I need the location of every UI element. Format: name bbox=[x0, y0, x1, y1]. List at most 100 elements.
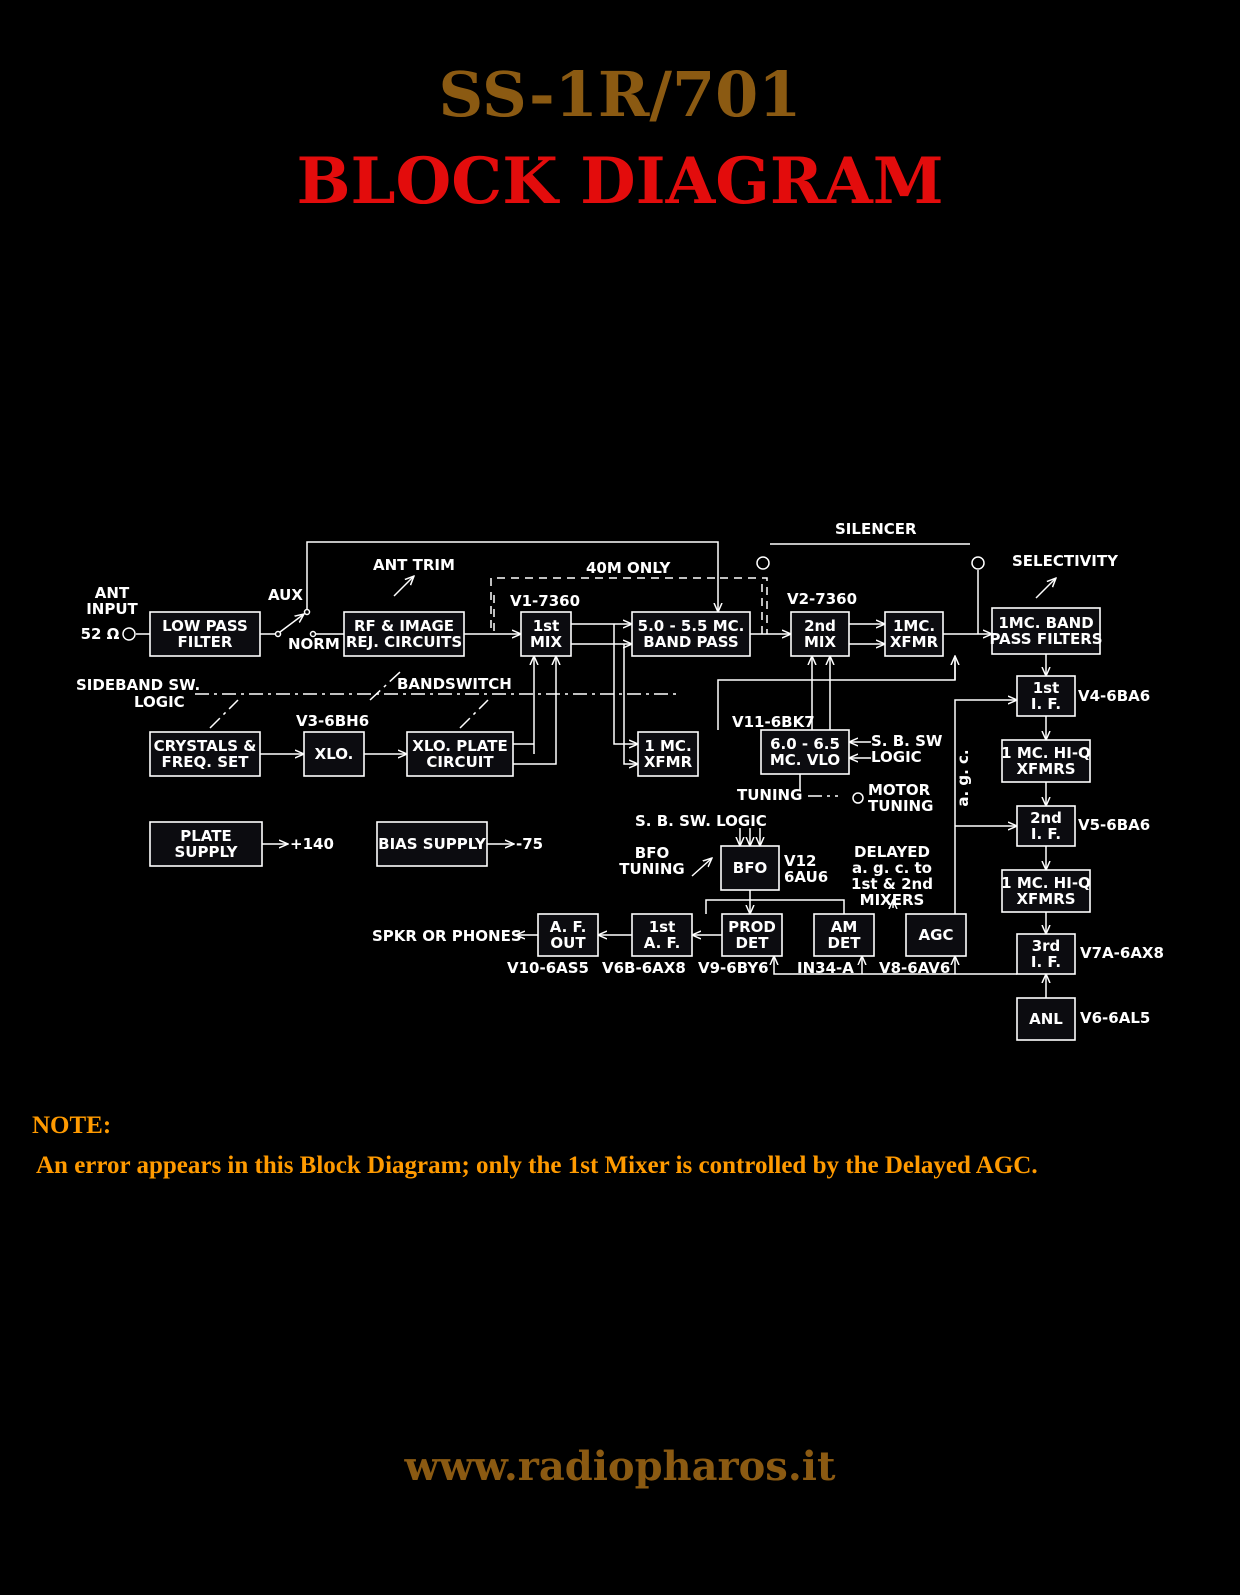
label-labels-motor-tuning-0: MOTOR bbox=[868, 781, 931, 799]
connection-lines bbox=[122, 541, 1056, 998]
label-labels-v9: V9-6BY6 bbox=[698, 959, 769, 977]
block-text: 2nd bbox=[1030, 809, 1062, 827]
label-labels-v11: V11-6BK7 bbox=[732, 713, 815, 731]
label-labels-bfo-tuning-1: TUNING bbox=[619, 860, 684, 878]
label-labels-plus140: +140 bbox=[290, 835, 334, 853]
block-text: FREQ. SET bbox=[162, 753, 250, 771]
label-labels-ant-input-1: INPUT bbox=[86, 600, 138, 618]
label-labels-bfo-tuning-0: BFO bbox=[635, 844, 669, 862]
block-text: LOW PASS bbox=[162, 617, 248, 635]
connector bbox=[774, 956, 1017, 975]
label-labels-v4: V4-6BA6 bbox=[1078, 687, 1150, 705]
block-bias-supply: BIAS SUPPLY bbox=[376, 821, 488, 867]
block-text: RF & IMAGE bbox=[354, 617, 454, 635]
website-url: www.radiopharos.it bbox=[404, 1443, 836, 1490]
note-text: An error appears in this Block Diagram; … bbox=[36, 1152, 1038, 1179]
block-text: MIX bbox=[804, 633, 837, 651]
block-text: XFMR bbox=[890, 633, 939, 651]
block-bandpass: 5.0 - 5.5 MC.BAND PASS bbox=[631, 611, 751, 657]
block-text: MC. VLO bbox=[770, 751, 840, 769]
connector bbox=[761, 577, 768, 634]
block-text: BAND PASS bbox=[643, 633, 738, 651]
label-labels-sideband-sw-0: SIDEBAND SW. bbox=[76, 676, 200, 694]
connector bbox=[209, 699, 239, 729]
block-text: I. F. bbox=[1031, 825, 1061, 843]
block-text: PROD bbox=[728, 918, 776, 936]
block-text: PASS FILTERS bbox=[989, 630, 1102, 648]
label-labels-agc-vertical: a. g. c. bbox=[954, 749, 972, 806]
antenna-connector-icon bbox=[122, 627, 136, 641]
label-labels-ant-trim: ANT TRIM bbox=[373, 556, 455, 574]
block-text: 5.0 - 5.5 MC. bbox=[638, 617, 745, 635]
label-labels-v6: V6-6AL5 bbox=[1080, 1009, 1150, 1027]
block-text: 1st bbox=[533, 617, 560, 635]
connector bbox=[613, 624, 638, 744]
block-text: 1MC. bbox=[893, 617, 935, 635]
connector bbox=[691, 858, 712, 877]
block-text: XFMR bbox=[644, 753, 693, 771]
block-text: XFMRS bbox=[1016, 760, 1075, 778]
block-text: 6.0 - 6.5 bbox=[770, 735, 840, 753]
block-text: 2nd bbox=[804, 617, 836, 635]
connector bbox=[513, 744, 557, 765]
block-text: OUT bbox=[550, 934, 586, 952]
block-crystals: CRYSTALS &FREQ. SET bbox=[149, 731, 261, 777]
switch-contact-icon bbox=[274, 630, 282, 638]
connector bbox=[306, 541, 718, 612]
connector bbox=[1035, 578, 1056, 599]
block-text: A. F. bbox=[644, 934, 681, 952]
block-text: MIX bbox=[530, 633, 563, 651]
connector bbox=[750, 899, 845, 914]
block-text: XFMRS bbox=[1016, 890, 1075, 908]
label-labels-selectivity: SELECTIVITY bbox=[1012, 552, 1119, 570]
label-labels-aux: AUX bbox=[268, 586, 303, 604]
connector bbox=[459, 699, 489, 729]
block-text: PLATE bbox=[180, 827, 231, 845]
label-labels-v3: V3-6BH6 bbox=[296, 712, 369, 730]
silencer-point-icon bbox=[756, 556, 770, 570]
switch-contact-icon bbox=[309, 630, 317, 638]
label-labels-bandswitch: BANDSWITCH bbox=[397, 675, 512, 693]
block-text: ANL bbox=[1029, 1010, 1063, 1028]
block-text: CRYSTALS & bbox=[154, 737, 257, 755]
block-af-out: A. F.OUT bbox=[537, 913, 599, 957]
block-text: CIRCUIT bbox=[426, 753, 494, 771]
label-labels-ant-input-0: ANT bbox=[95, 584, 130, 602]
label-labels-in34: IN34-A bbox=[797, 959, 854, 977]
block-text: A. F. bbox=[550, 918, 587, 936]
label-labels-v10: V10-6AS5 bbox=[507, 959, 589, 977]
label-labels-delayed-agc-0: DELAYED bbox=[854, 843, 930, 861]
block-text: 1 MC. HI-Q bbox=[1001, 744, 1091, 762]
label-labels-spkr: SPKR OR PHONES bbox=[372, 927, 522, 945]
block-text: SUPPLY bbox=[174, 843, 238, 861]
block-text: DET bbox=[736, 934, 770, 952]
connector bbox=[393, 576, 414, 597]
note-heading: NOTE: bbox=[32, 1112, 112, 1139]
block-text: 1 MC. HI-Q bbox=[1001, 874, 1091, 892]
model-title: SS-1R/701 bbox=[438, 58, 802, 131]
switch-contact-icon bbox=[303, 608, 311, 616]
connector bbox=[705, 899, 750, 914]
connector bbox=[369, 671, 401, 701]
block-anl: ANL bbox=[1016, 997, 1076, 1041]
block-text: BIAS SUPPLY bbox=[378, 835, 487, 853]
label-labels-sideband-sw-1: LOGIC bbox=[134, 693, 185, 711]
block-text: XLO. bbox=[315, 745, 354, 763]
label-labels-sb-sw-logic-bfo: S. B. SW. LOGIC bbox=[635, 812, 767, 830]
block-text: 3rd bbox=[1032, 937, 1061, 955]
block-text: I. F. bbox=[1031, 953, 1061, 971]
block-text: I. F. bbox=[1031, 695, 1061, 713]
label-labels-forty-m: 40M ONLY bbox=[586, 559, 672, 577]
